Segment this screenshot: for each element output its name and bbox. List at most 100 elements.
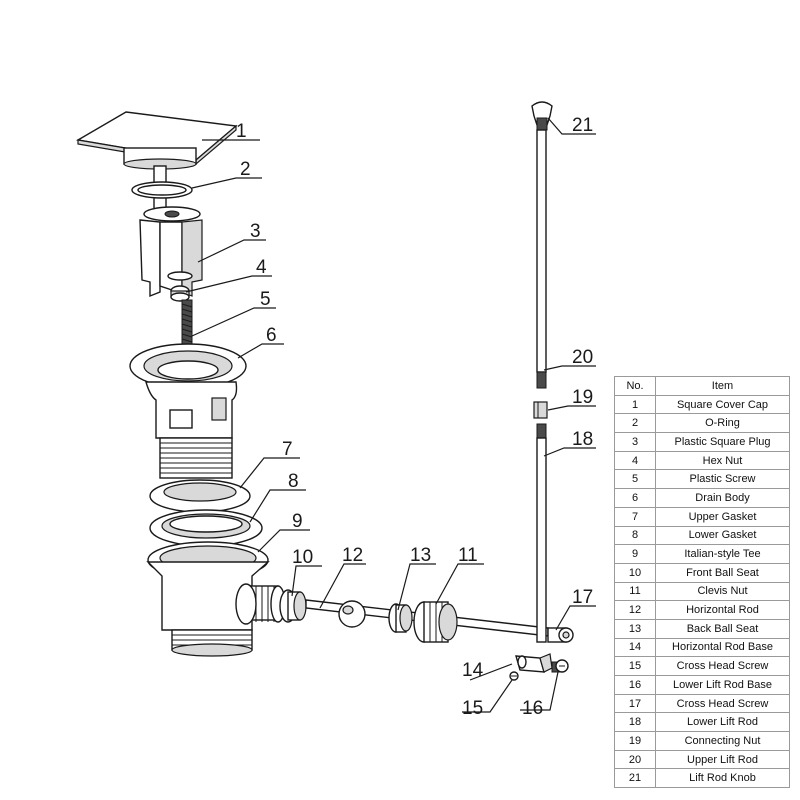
column-header-no: No. — [614, 376, 656, 396]
callout-3: 3 — [250, 221, 261, 242]
row-number: 4 — [614, 450, 656, 471]
row-number: 13 — [614, 618, 656, 639]
part-connecting-nut — [533, 401, 548, 419]
callout-16: 16 — [522, 698, 543, 719]
callout-11: 11 — [458, 545, 478, 566]
row-item: Cross Head Screw — [655, 693, 790, 714]
row-number: 8 — [614, 525, 656, 546]
row-item: Lower Lift Rod Base — [655, 675, 790, 695]
row-item: Lower Gasket — [655, 525, 790, 546]
callout-1: 1 — [236, 121, 247, 142]
part-cross-head-screw-lower — [509, 671, 519, 681]
table-header-row: No. Item — [614, 376, 790, 396]
callout-18: 18 — [572, 429, 593, 450]
callout-5: 5 — [260, 289, 271, 310]
callout-4: 4 — [256, 257, 267, 278]
callout-8: 8 — [288, 471, 299, 492]
callout-7: 7 — [282, 439, 293, 460]
row-item: Lift Rod Knob — [655, 768, 790, 789]
callout-12: 12 — [342, 545, 363, 566]
row-number: 14 — [614, 637, 656, 658]
row-item: Italian-style Tee — [655, 544, 790, 564]
part-lower-lift-rod — [536, 423, 547, 643]
row-item: Clevis Nut — [655, 581, 790, 602]
callout-6: 6 — [266, 325, 277, 346]
part-front-ball-seat — [279, 589, 307, 623]
callout-9: 9 — [292, 511, 303, 532]
row-number: 19 — [614, 731, 656, 751]
callout-10: 10 — [292, 547, 313, 568]
part-upper-lift-rod — [536, 129, 547, 389]
row-item: Drain Body — [655, 488, 790, 508]
row-item: O-Ring — [655, 413, 790, 434]
row-number: 17 — [614, 693, 656, 714]
row-item: Connecting Nut — [655, 731, 790, 751]
part-back-ball-seat — [388, 603, 413, 633]
row-item: Cross Head Screw — [655, 656, 790, 676]
part-hex-nut — [170, 285, 190, 302]
row-number: 9 — [614, 544, 656, 564]
part-italian-style-tee — [146, 541, 286, 657]
row-number: 21 — [614, 768, 656, 789]
row-number: 3 — [614, 432, 656, 452]
part-lower-gasket — [149, 509, 263, 547]
row-number: 11 — [614, 581, 656, 602]
row-item: Back Ball Seat — [655, 618, 790, 639]
row-number: 15 — [614, 656, 656, 676]
row-item: Upper Gasket — [655, 506, 790, 527]
row-number: 1 — [614, 394, 656, 415]
row-number: 6 — [614, 488, 656, 508]
row-number: 2 — [614, 413, 656, 434]
row-item: Plastic Square Plug — [655, 432, 790, 452]
part-cross-head-screw-upper — [547, 627, 574, 643]
row-number: 7 — [614, 506, 656, 527]
row-number: 10 — [614, 562, 656, 583]
part-horizontal-rod-base — [515, 653, 553, 673]
row-number: 5 — [614, 469, 656, 490]
row-item: Horizontal Rod — [655, 600, 790, 620]
part-clevis-nut — [413, 601, 458, 643]
row-item: Horizontal Rod Base — [655, 637, 790, 658]
part-plastic-square-plug — [139, 206, 203, 298]
callout-21: 21 — [572, 115, 593, 136]
row-item: Hex Nut — [655, 450, 790, 471]
callout-20: 20 — [572, 347, 593, 368]
row-item: Upper Lift Rod — [655, 749, 790, 770]
column-header-item: Item — [655, 376, 790, 396]
row-item: Lower Lift Rod — [655, 712, 790, 733]
callout-15: 15 — [462, 698, 483, 719]
part-drain-body — [129, 343, 247, 479]
callout-numbers: 1 2 3 4 5 6 7 8 9 10 12 13 11 14 15 16 1… — [236, 115, 593, 719]
row-number: 18 — [614, 712, 656, 733]
callout-2: 2 — [240, 159, 251, 180]
part-lower-lift-rod-base — [551, 659, 569, 673]
part-upper-gasket — [149, 479, 251, 513]
callout-19: 19 — [572, 387, 593, 408]
callout-17: 17 — [572, 587, 593, 608]
leader-lines — [185, 117, 596, 713]
part-lift-rod-knob — [531, 101, 553, 131]
part-o-ring — [131, 181, 193, 199]
row-number: 16 — [614, 675, 656, 695]
